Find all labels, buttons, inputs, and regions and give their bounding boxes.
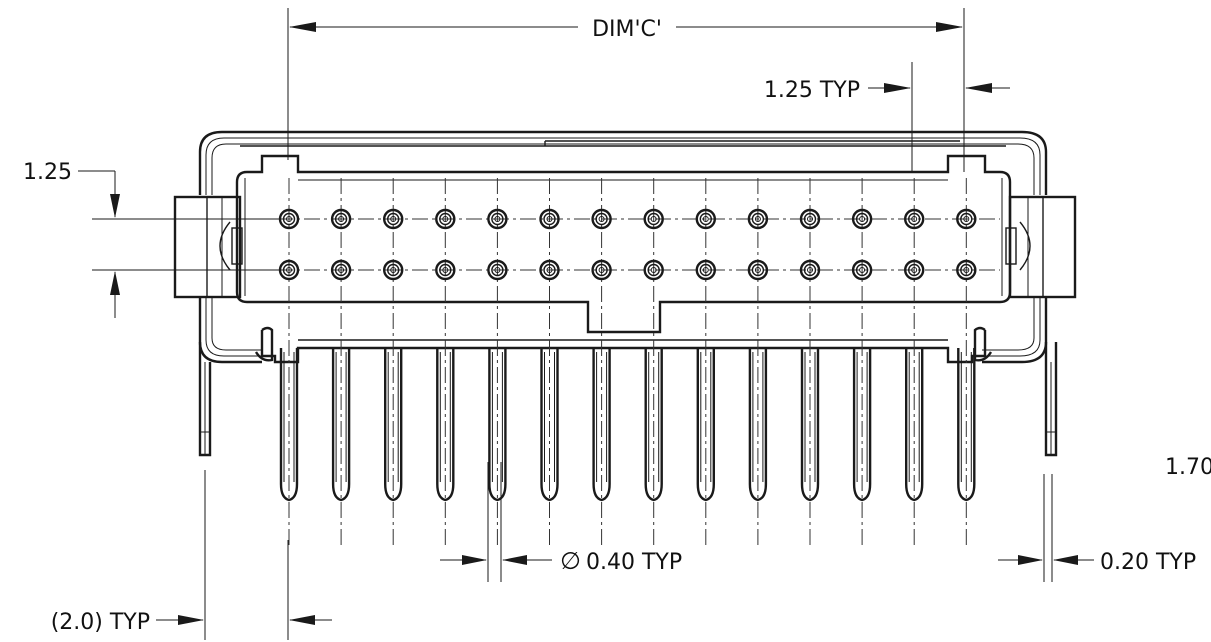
- pin-contact: [435, 208, 456, 230]
- pin-contact: [851, 208, 873, 230]
- right-mount-tab: [973, 326, 1058, 457]
- offset-label: (2.0) TYP: [51, 610, 150, 635]
- left-latch: [173, 195, 243, 299]
- pin-contact: [851, 259, 873, 281]
- pin-tail: [905, 348, 924, 502]
- pin-contact: [383, 208, 404, 230]
- pin-contact: [904, 259, 925, 281]
- connector-housing: [198, 130, 1048, 364]
- dimension-pitch-vertical: 1.25: [23, 160, 280, 318]
- pin-contacts: [278, 208, 977, 281]
- pin-tail: [488, 348, 507, 502]
- pin-contact: [487, 208, 508, 230]
- pin-dia-label: 0.40 TYP: [586, 550, 682, 575]
- pin-tail: [384, 348, 403, 502]
- pin-contact: [799, 259, 821, 281]
- pin-contact: [747, 208, 769, 230]
- pin-tail: [696, 348, 715, 502]
- pin-contact: [695, 259, 716, 281]
- pin-tail: [331, 348, 351, 502]
- pin-contact: [330, 208, 352, 230]
- dimension-pitch-horizontal: 1.25 TYP: [764, 62, 1010, 172]
- pitch-h-label: 1.25 TYP: [764, 78, 860, 103]
- dimension-offset: (2.0) TYP: [51, 470, 332, 640]
- pitch-v-label: 1.25: [23, 160, 72, 185]
- pin-tails: [279, 348, 976, 502]
- pin-contact: [747, 259, 769, 281]
- dim-c-label: DIM'C': [592, 17, 662, 42]
- pin-contact: [695, 208, 716, 230]
- partial-label: 1.70: [1165, 455, 1211, 480]
- pin-tail: [592, 348, 611, 502]
- pin-tail: [436, 348, 455, 502]
- pin-centerlines: [250, 178, 1000, 545]
- pin-contact: [330, 259, 352, 281]
- pin-contact: [539, 259, 560, 281]
- pin-contact: [435, 259, 456, 281]
- pin-contact: [799, 208, 821, 230]
- pin-contact: [383, 259, 404, 281]
- pin-contact: [278, 208, 300, 230]
- pin-contact: [591, 259, 612, 281]
- pin-contact: [487, 259, 508, 281]
- pin-contact: [956, 259, 977, 281]
- dimension-tab-thickness: 0.20 TYP: [998, 474, 1196, 582]
- dimension-pin-diameter: ∅ 0.40 TYP: [440, 462, 682, 582]
- tab-thk-label: 0.20 TYP: [1100, 550, 1196, 575]
- right-latch: [1005, 195, 1077, 299]
- pin-tail: [748, 348, 768, 502]
- pin-tail: [279, 348, 299, 502]
- pin-tail: [957, 348, 976, 502]
- diameter-symbol: ∅: [560, 547, 581, 575]
- pin-tail: [540, 348, 559, 502]
- left-mount-tab: [198, 326, 274, 457]
- pin-tail: [800, 348, 820, 502]
- pin-contact: [904, 208, 925, 230]
- pin-contact: [539, 208, 560, 230]
- pin-contact: [591, 208, 612, 230]
- pin-contact: [643, 259, 664, 281]
- pin-tail: [644, 348, 663, 502]
- pin-contact: [643, 208, 664, 230]
- pin-contact: [956, 208, 977, 230]
- dimension-c: DIM'C': [287, 8, 965, 160]
- pin-tail: [852, 348, 872, 502]
